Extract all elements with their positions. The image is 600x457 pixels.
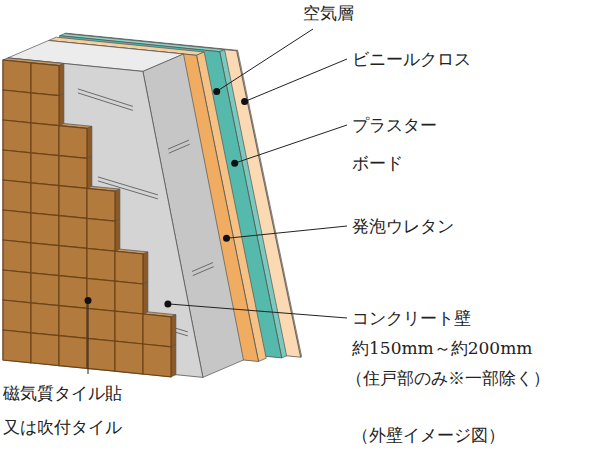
tile-cell <box>3 300 31 333</box>
concrete-line <box>78 93 133 111</box>
tile-layer <box>3 58 176 377</box>
tile-cell <box>59 306 87 339</box>
layer-edge-face <box>59 94 64 126</box>
figure-caption: （外壁イメージ図） <box>352 422 505 448</box>
tile-cell <box>3 60 31 93</box>
leader-dot <box>85 297 92 304</box>
leader-dot <box>213 88 220 95</box>
tile-cell <box>3 330 31 363</box>
part-label: ビニールクロス <box>352 46 471 72</box>
tile-cell <box>115 311 143 344</box>
tile-cell <box>31 153 59 186</box>
part-label: 空気層 <box>303 0 354 26</box>
tile-cell <box>31 93 59 126</box>
layer-edge-face <box>115 219 120 251</box>
tile-cell <box>3 180 31 213</box>
part-label: 磁気質タイル貼 又は吹付タイル <box>3 376 132 444</box>
tile-cell <box>31 333 59 366</box>
tile-cell <box>31 123 59 156</box>
tile-cell <box>115 341 143 374</box>
tile-cell <box>59 276 87 309</box>
wall-layers <box>3 33 302 377</box>
tile-cell <box>87 218 115 251</box>
part-label: 約150mm～約200mm <box>352 335 532 361</box>
tile-cell <box>115 251 143 284</box>
part-label: （住戸部のみ※一部除く） <box>346 365 550 391</box>
tile-cell <box>59 216 87 249</box>
leader-dot <box>223 235 230 242</box>
concrete-layer <box>8 41 244 378</box>
leader-lines <box>85 29 348 374</box>
tile-cell <box>143 314 171 347</box>
tile-cell <box>115 281 143 314</box>
leader-dot <box>231 160 238 167</box>
tile-cell <box>3 210 31 243</box>
tile-cell <box>31 273 59 306</box>
tile-cell <box>3 240 31 273</box>
leader-line <box>217 29 313 91</box>
tile-cell <box>59 156 87 189</box>
tile-cell <box>143 344 171 377</box>
concrete-line <box>169 144 190 153</box>
tile-cell <box>31 183 59 216</box>
concrete-line <box>168 140 189 149</box>
part-label: プラスター ボード <box>352 106 447 182</box>
tile-cell <box>31 243 59 276</box>
leader-line <box>235 125 347 163</box>
tile-cell <box>59 186 87 219</box>
layer-edge-face <box>115 189 120 221</box>
tile-cell <box>59 126 87 159</box>
layer-edge-face <box>171 315 176 347</box>
layer-edge-face <box>143 282 148 314</box>
tile-cell <box>87 188 115 221</box>
part-label: コンクリート壁 <box>352 305 471 331</box>
tile-cell <box>59 246 87 279</box>
leader-line <box>168 304 347 318</box>
leader-dot <box>241 98 248 105</box>
tile-cell <box>3 150 31 183</box>
tile-cell <box>87 338 115 371</box>
tile-cell <box>3 90 31 123</box>
tile-cell <box>59 336 87 369</box>
concrete-line <box>193 267 214 276</box>
layer-edge-face <box>143 252 148 284</box>
leader-line <box>245 59 347 102</box>
tile-cell <box>87 248 115 281</box>
tile-cell <box>31 303 59 336</box>
leader-dot <box>164 300 171 307</box>
layer-edge-face <box>171 345 176 377</box>
part-label: 発泡ウレタン <box>352 213 454 239</box>
tile-cell <box>3 270 31 303</box>
tile-cell <box>87 278 115 311</box>
tile-cell <box>3 120 31 153</box>
layer-edge-face <box>59 64 64 96</box>
layer-front-face <box>3 60 171 377</box>
layer-edge-face <box>87 126 92 158</box>
tile-cell <box>31 63 59 96</box>
leader-line <box>88 301 89 375</box>
layer-edge-face <box>87 156 92 188</box>
layer-front-face <box>8 58 203 378</box>
tile-cell <box>31 213 59 246</box>
concrete-line <box>78 89 133 107</box>
concrete-line <box>192 263 213 272</box>
tile-cell <box>87 308 115 341</box>
concrete-texture <box>78 89 214 336</box>
leader-line <box>227 226 348 238</box>
